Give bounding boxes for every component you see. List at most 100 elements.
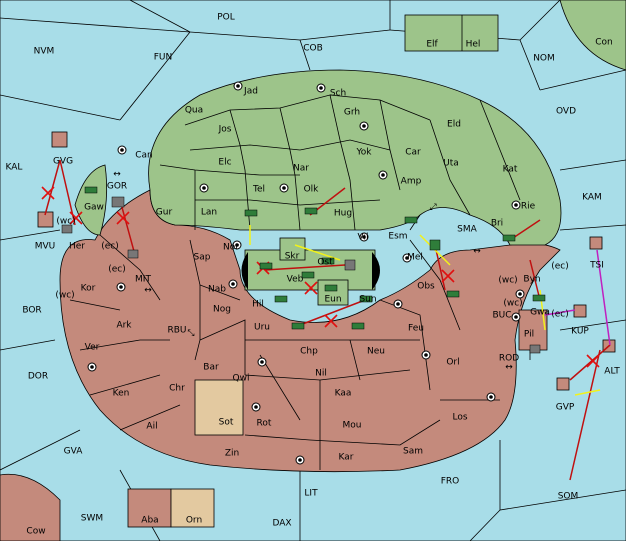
svg-text:Sam: Sam	[403, 447, 423, 457]
svg-text:Los: Los	[452, 413, 467, 423]
label-fro: FRO	[441, 477, 460, 487]
label-rbu: RBU	[167, 326, 186, 336]
label-mit: MIT	[135, 275, 151, 285]
svg-text:Elc: Elc	[218, 158, 231, 168]
svg-text:Kaa: Kaa	[335, 389, 352, 399]
svg-text:⤡: ⤡	[187, 329, 194, 339]
dislodge-markers	[41, 186, 600, 368]
label-buc: BUC	[492, 311, 511, 321]
svg-text:↔: ↔	[505, 363, 513, 373]
svg-text:Gur: Gur	[156, 208, 173, 218]
label-fun: FUN	[154, 53, 173, 63]
gwa-pil-coast	[518, 309, 548, 351]
supply-centers	[87, 81, 525, 465]
label-lit: LIT	[304, 489, 318, 499]
svg-text:Her: Her	[69, 242, 85, 252]
svg-text:Nar: Nar	[293, 164, 309, 174]
svg-text:Esm: Esm	[388, 232, 407, 242]
svg-text:Uru: Uru	[254, 323, 270, 333]
label-nom: NOM	[533, 54, 555, 64]
canal-arrows: ↔ ↔ ⤡ ⤢ ↔ ↔	[113, 170, 513, 373]
svg-text:↔: ↔	[473, 247, 481, 257]
svg-text:GVG: GVG	[53, 157, 73, 167]
svg-text:Aba: Aba	[141, 516, 158, 526]
svg-text:Jad: Jad	[243, 87, 258, 97]
svg-text:(wc): (wc)	[56, 217, 75, 227]
svg-text:Con: Con	[595, 38, 613, 48]
svg-text:Hil: Hil	[252, 300, 264, 310]
svg-text:Kar: Kar	[339, 453, 354, 463]
orders	[44, 159, 611, 481]
svg-text:(wc): (wc)	[498, 276, 517, 286]
svg-text:Eld: Eld	[447, 120, 461, 130]
units	[61, 186, 546, 354]
svg-text:Grh: Grh	[344, 108, 360, 118]
label-kal: KAL	[6, 163, 23, 173]
label-rod: ROD	[499, 354, 519, 364]
svg-text:Sap: Sap	[194, 253, 211, 263]
svg-text:Ost: Ost	[317, 258, 333, 268]
svg-text:Rot: Rot	[257, 419, 272, 429]
label-gva: GVA	[64, 447, 84, 457]
svg-text:TSI: TSI	[589, 261, 604, 271]
svg-text:Sun: Sun	[359, 295, 376, 305]
svg-text:Tel: Tel	[252, 185, 265, 195]
svg-text:Ken: Ken	[113, 389, 130, 399]
label-dor: DOR	[28, 372, 48, 382]
svg-text:Sot: Sot	[219, 418, 234, 428]
label-gor: GOR	[107, 182, 127, 192]
svg-text:Kor: Kor	[81, 284, 96, 294]
svg-text:Ark: Ark	[116, 321, 132, 331]
svg-text:(ec): (ec)	[101, 242, 119, 252]
svg-text:Mel: Mel	[407, 253, 423, 263]
svg-text:(wc): (wc)	[503, 299, 522, 309]
label-kam: KAM	[582, 193, 602, 203]
label-pol: POL	[217, 13, 235, 23]
svg-text:Gaw: Gaw	[84, 203, 104, 213]
svg-text:Bar: Bar	[203, 363, 219, 373]
label-sma: SMA	[457, 225, 477, 235]
svg-text:Nor: Nor	[223, 243, 239, 253]
kup-island	[573, 304, 587, 318]
svg-text:Gwa: Gwa	[530, 308, 550, 318]
svg-text:(wc): (wc)	[55, 291, 74, 301]
island-cow	[0, 473, 61, 541]
svg-text:Chp: Chp	[300, 347, 318, 357]
svg-text:GVP: GVP	[556, 403, 575, 413]
svg-text:Orn: Orn	[186, 516, 202, 526]
svg-text:Car: Car	[405, 148, 421, 158]
northern-landmass	[148, 69, 562, 246]
svg-text:Elf: Elf	[426, 40, 438, 50]
lake-west-cap	[241, 252, 248, 290]
svg-text:Qua: Qua	[185, 106, 203, 116]
svg-text:Veb: Veb	[287, 275, 304, 285]
label-nvm: NVM	[34, 47, 55, 57]
svg-text:(ec): (ec)	[551, 310, 569, 320]
island-orn	[170, 488, 215, 528]
label-dax: DAX	[272, 519, 291, 529]
gaw-peninsula	[74, 164, 108, 236]
province-borders	[69, 94, 521, 470]
svg-text:Hel: Hel	[466, 40, 481, 50]
sot-province	[194, 379, 244, 436]
island-elf-hel	[404, 14, 499, 52]
svg-text:Pil: Pil	[524, 330, 534, 340]
svg-text:Uta: Uta	[443, 159, 459, 169]
svg-text:KUP: KUP	[571, 327, 589, 337]
svg-text:Chr: Chr	[169, 384, 185, 394]
svg-text:Ail: Ail	[146, 422, 157, 432]
label-ovd: OVD	[556, 107, 576, 117]
svg-text:(ec): (ec)	[108, 265, 126, 275]
svg-text:Kat: Kat	[503, 165, 518, 175]
svg-text:↔: ↔	[144, 286, 152, 296]
svg-text:Lan: Lan	[201, 208, 217, 218]
svg-text:Neu: Neu	[367, 347, 385, 357]
svg-text:Ver: Ver	[85, 343, 100, 353]
gvg-island	[51, 131, 68, 148]
svg-text:Nog: Nog	[213, 305, 231, 315]
label-swm: SWM	[81, 514, 103, 524]
svg-text:Hug: Hug	[334, 209, 352, 219]
labels: POL FUN COB NVM NOM OVD KAL KAM SMA GOR …	[6, 13, 621, 537]
